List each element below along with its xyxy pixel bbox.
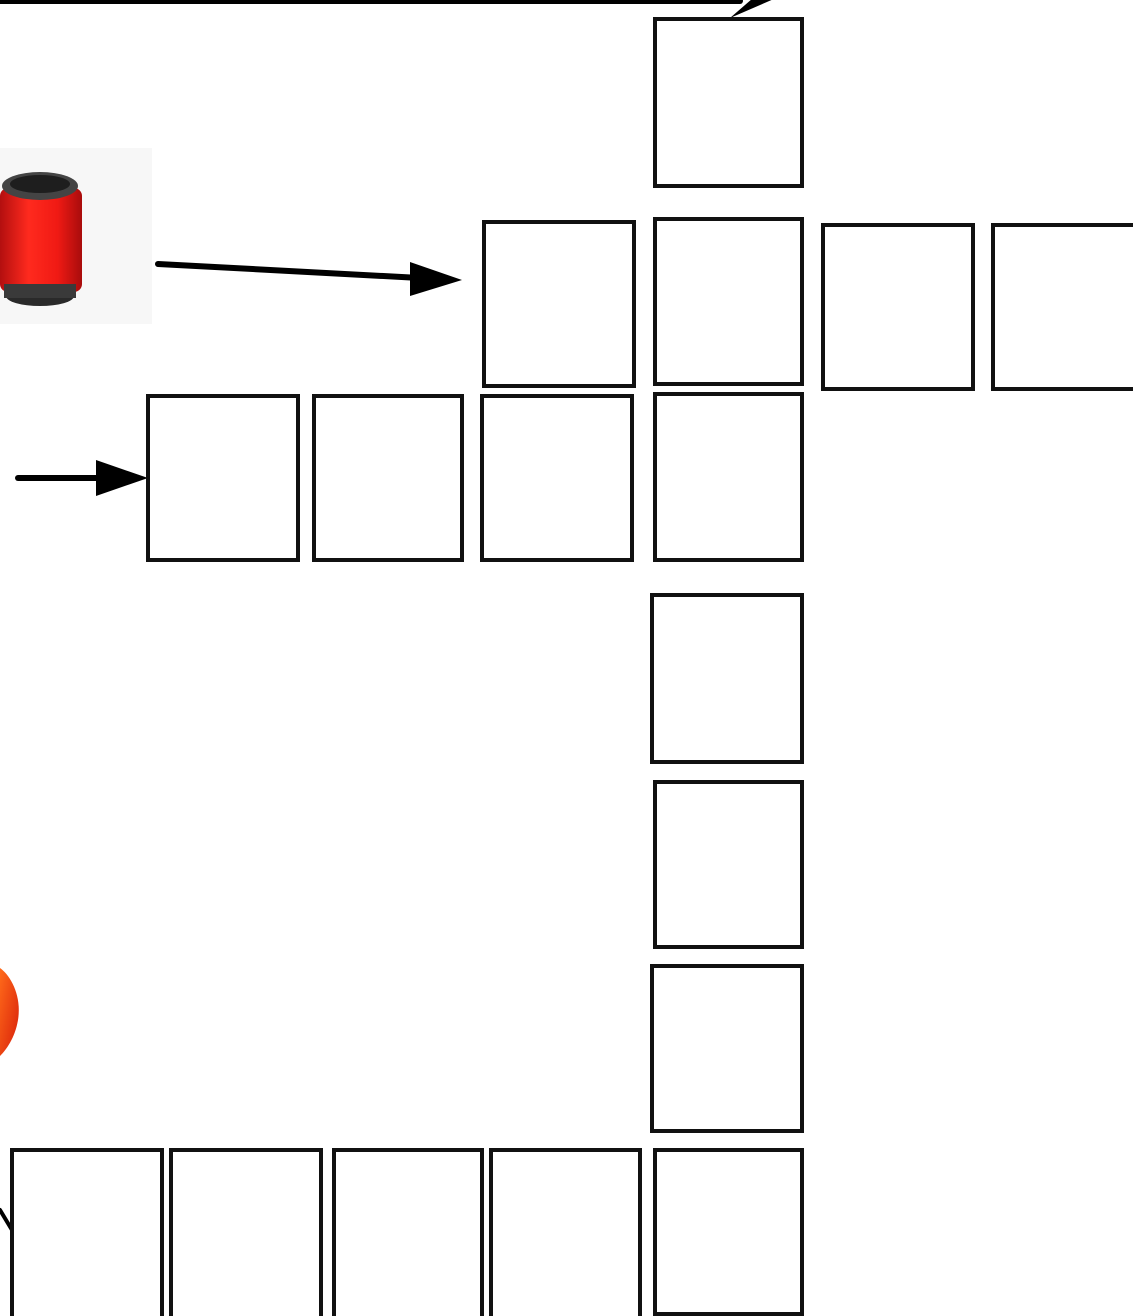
answer-box[interactable] [821, 223, 975, 391]
answer-box[interactable] [653, 217, 804, 386]
answer-box[interactable] [650, 593, 804, 764]
answer-box[interactable] [653, 392, 804, 562]
arrow-can [155, 261, 462, 296]
answer-box[interactable] [650, 964, 804, 1133]
answer-box[interactable] [332, 1148, 484, 1316]
answer-box[interactable] [146, 394, 300, 562]
answer-box[interactable] [169, 1148, 323, 1316]
answer-box[interactable] [489, 1148, 642, 1316]
answer-grid [10, 17, 1133, 1316]
soda-can-icon [0, 148, 152, 324]
arrow-top [0, 0, 772, 18]
answer-box[interactable] [653, 1148, 804, 1316]
answer-box[interactable] [482, 220, 636, 388]
answer-box[interactable] [653, 780, 804, 949]
arrow-left [15, 460, 148, 496]
red-object-icon [0, 968, 19, 1056]
answer-box[interactable] [312, 394, 464, 562]
answer-box[interactable] [653, 17, 804, 188]
answer-box[interactable] [480, 394, 634, 562]
answer-box[interactable] [10, 1148, 164, 1316]
answer-box[interactable] [991, 223, 1133, 391]
